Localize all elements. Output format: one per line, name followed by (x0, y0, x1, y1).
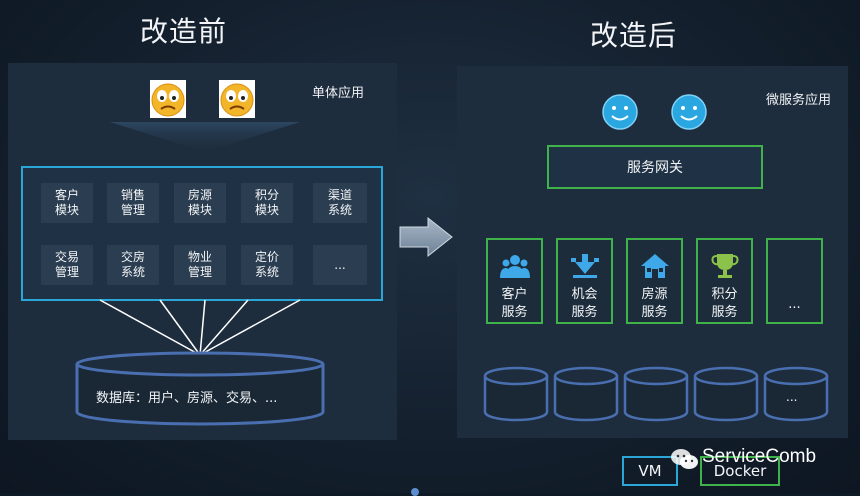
module-cell: 渠道 系统 (313, 183, 367, 223)
users-icon (499, 255, 530, 278)
happy-face-icon (671, 94, 707, 130)
transform-arrow-icon (399, 216, 453, 258)
before-title: 改造前 (140, 15, 228, 48)
microservice-label: 微服务应用 (766, 93, 832, 108)
module-cell: 交易 管理 (41, 245, 93, 285)
service-label: 客户 服务 (501, 287, 528, 320)
module-cell: 销售 管理 (107, 183, 159, 223)
database-cylinder (75, 351, 325, 426)
module-cell: 积分 模块 (241, 183, 293, 223)
module-cell: 定价 系统 (241, 245, 293, 285)
module-cell: 物业 管理 (174, 245, 226, 285)
sad-face-icon (219, 80, 255, 118)
module-cell: ... (313, 245, 367, 285)
service-label: 积分 服务 (711, 287, 738, 320)
watermark: ServiceComb (702, 446, 817, 467)
service-label: 房源 服务 (641, 287, 668, 320)
page-dot (411, 488, 419, 496)
wechat-icon (671, 449, 698, 469)
happy-face-icon (602, 94, 638, 130)
service-gateway: 服务网关 (547, 145, 763, 189)
module-cell: 房源 模块 (174, 183, 226, 223)
docker-box: Docker (700, 456, 780, 486)
service-box: 房源 服务 (626, 238, 683, 324)
service-box: 机会 服务 (556, 238, 613, 324)
service-box: 客户 服务 (486, 238, 543, 324)
module-cell: 客户 模块 (41, 183, 93, 223)
sad-face-icon (150, 80, 186, 118)
vm-box: VM (622, 456, 678, 486)
after-title: 改造后 (590, 19, 678, 52)
monolith-label: 单体应用 (312, 86, 365, 101)
database-label: 数据库：用户、房源、交易、... (96, 391, 278, 406)
house-icon (640, 254, 669, 278)
service-label: 机会 服务 (571, 287, 598, 320)
trophy-icon (711, 254, 738, 278)
db-ellipsis: ... (786, 390, 798, 404)
module-cell: 交房 系统 (107, 245, 159, 285)
service-box: 积分 服务 (696, 238, 753, 324)
service-box: ... (766, 238, 823, 324)
opportunity-icon (570, 254, 599, 278)
funnel-shade (110, 122, 300, 152)
service-label: ... (788, 297, 801, 312)
